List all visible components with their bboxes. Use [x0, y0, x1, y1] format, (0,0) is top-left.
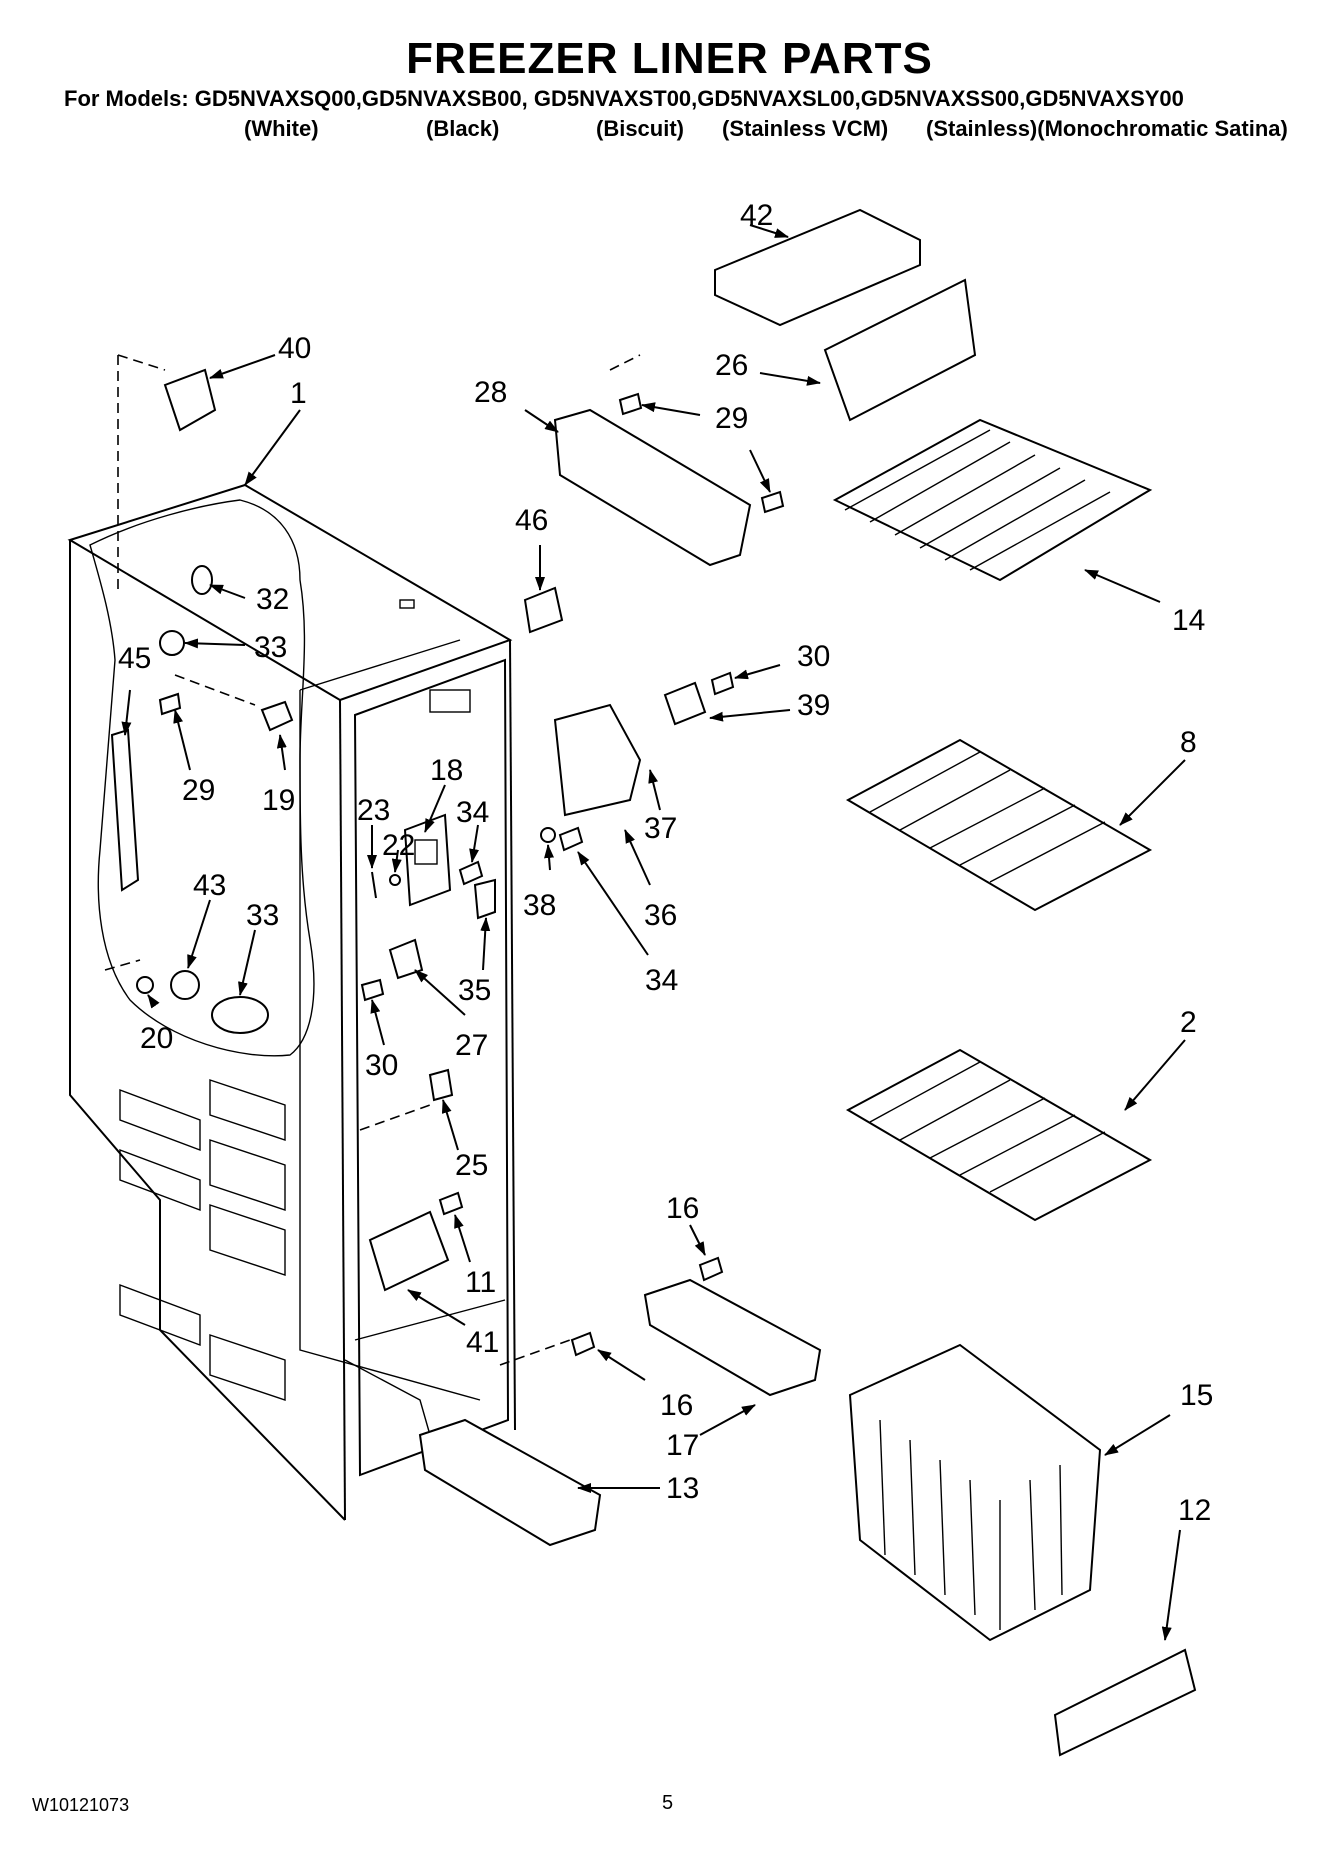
callout-16-upper: 16 — [666, 1192, 699, 1225]
callout-32: 32 — [256, 583, 289, 616]
variant-white: (White) — [244, 116, 319, 141]
page-number: 5 — [662, 1792, 674, 1814]
callout-arrows — [121, 224, 1186, 1641]
document-number: W10121073 — [32, 1795, 130, 1815]
callout-22: 22 — [382, 829, 415, 862]
variant-stainless-satina: (Stainless)(Monochromatic Satina) — [926, 116, 1288, 141]
callout-17: 19 — [262, 784, 295, 817]
freezer-liner — [67, 483, 516, 1521]
callout-8: 8 — [1180, 726, 1197, 759]
callout-39: 38 — [523, 889, 556, 922]
callout-27: 26 — [715, 349, 748, 382]
callout-29-upper: 29 — [715, 402, 748, 435]
callout-38: 39 — [797, 689, 830, 722]
dashed-leaders — [104, 354, 641, 1366]
callout-36: 36 — [644, 899, 677, 932]
callout-numbers: 40 1 32 33 45 29 19 43 33 20 23 22 18 34… — [118, 199, 1213, 1527]
callout-20: 20 — [140, 1022, 173, 1055]
small-parts — [110, 208, 1197, 1757]
variant-black: (Black) — [426, 116, 500, 141]
callout-29-left: 29 — [182, 774, 215, 807]
callout-16-lower: 16 — [660, 1389, 693, 1422]
callout-2: 2 — [1180, 1006, 1197, 1039]
callout-34-right: 34 — [645, 964, 678, 997]
callout-15: 15 — [1180, 1379, 1213, 1412]
callout-41: 41 — [466, 1326, 499, 1359]
callout-46: 46 — [515, 504, 548, 537]
callout-42: 42 — [740, 199, 773, 232]
callout-25: 25 — [455, 1149, 488, 1182]
callout-11: 11 — [465, 1266, 496, 1299]
callout-1: 1 — [290, 377, 307, 410]
callout-23: 23 — [357, 794, 390, 827]
callout-18: 17 — [666, 1429, 699, 1462]
callout-30-right: 30 — [797, 640, 830, 673]
callout-19: 18 — [430, 754, 463, 787]
callout-34-left: 34 — [456, 796, 489, 829]
variant-biscuit: (Biscuit) — [596, 116, 684, 141]
variant-stainless-vcm: (Stainless VCM) — [722, 116, 889, 141]
callout-35: 35 — [458, 974, 491, 1007]
callout-12: 12 — [1178, 1494, 1211, 1527]
model-list: For Models: GD5NVAXSQ00,GD5NVAXSB00, GD5… — [64, 86, 1184, 111]
callout-45: 45 — [118, 642, 151, 675]
callout-30-left: 30 — [365, 1049, 398, 1082]
model-variants: (White) (Black) (Biscuit) (Stainless VCM… — [0, 116, 1339, 146]
callout-26: 27 — [455, 1029, 488, 1062]
callout-40: 40 — [278, 332, 311, 365]
callout-43: 43 — [193, 869, 226, 902]
callout-28: 28 — [474, 376, 507, 409]
page-title: FREEZER LINER PARTS — [406, 34, 933, 83]
callout-33-upper: 33 — [254, 631, 287, 664]
callout-14: 14 — [1172, 604, 1205, 637]
callout-37: 37 — [644, 812, 677, 845]
callout-13: 13 — [666, 1472, 699, 1505]
callout-33-lower: 33 — [246, 899, 279, 932]
